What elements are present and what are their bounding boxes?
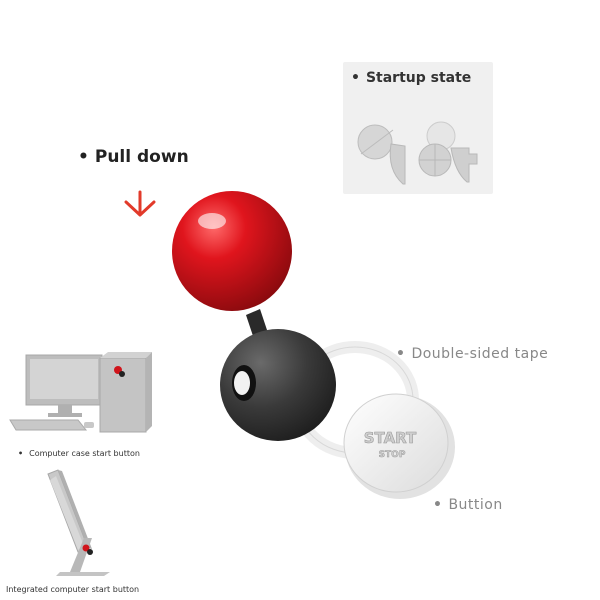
joystick-rest-diagram bbox=[357, 124, 406, 185]
button-label: •Buttion bbox=[433, 497, 503, 513]
desktop-computer-icon bbox=[9, 352, 152, 433]
joystick-button-illustration: START STOP bbox=[172, 191, 455, 499]
button-badge-line1: START bbox=[364, 429, 417, 447]
joystick-pulled-diagram bbox=[418, 121, 478, 183]
integrated-computer-caption: Integrated computer start button bbox=[6, 585, 140, 594]
button-badge-line2: STOP bbox=[379, 450, 406, 460]
button-disc: START STOP bbox=[343, 393, 455, 499]
joystick-base bbox=[220, 329, 336, 441]
computer-case-caption: •Computer case start button bbox=[18, 449, 140, 458]
red-ball-knob bbox=[172, 191, 292, 311]
all-in-one-computer-icon bbox=[47, 469, 110, 576]
pull-down-label: •Pull down bbox=[78, 147, 189, 167]
startup-state-panel: •Startup state bbox=[343, 62, 493, 194]
down-arrow-icon bbox=[124, 190, 156, 217]
double-sided-tape-label: •Double-sided tape bbox=[396, 346, 549, 362]
startup-state-illustration bbox=[357, 121, 478, 185]
startup-state-title: •Startup state bbox=[351, 70, 472, 86]
